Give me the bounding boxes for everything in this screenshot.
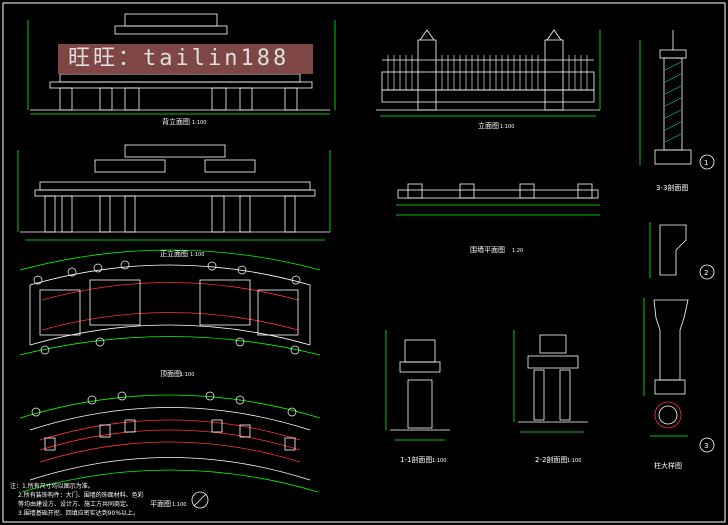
wall-plan-title: 围墙平面图 bbox=[470, 245, 505, 254]
elevation2-title: 正立面图 bbox=[160, 249, 188, 258]
note-line-1: 注：1.所有尺寸均以图示为准。 bbox=[10, 482, 94, 490]
section-3-3-title: 3-3剖面图 bbox=[656, 183, 688, 192]
roof-plan-title: 顶面图 bbox=[160, 370, 181, 378]
roof-plan-view bbox=[19, 249, 321, 356]
section-2-2-scale: 1:100 bbox=[567, 458, 581, 464]
detail-marker-3: 3 bbox=[699, 437, 715, 453]
detail-marker-2: 2 bbox=[699, 264, 715, 280]
fence-elevation-scale: 1:100 bbox=[500, 124, 514, 130]
fence-pickets bbox=[387, 55, 588, 90]
plan-scale: 1:100 bbox=[172, 502, 186, 508]
elevation-view bbox=[17, 144, 331, 241]
wall-plan-scale: 1:20 bbox=[512, 248, 523, 254]
plan-title: 平面图 bbox=[150, 500, 171, 508]
roof-plan-axis-markers bbox=[33, 260, 301, 355]
front-elevation-scale: 1:100 bbox=[192, 120, 206, 126]
section-2-2-title: 2-2剖面图 bbox=[535, 455, 567, 464]
note-line-4: 3.围墙基础开挖、回填应密实达到90%以上。 bbox=[18, 509, 139, 517]
elevation2-scale: 1:100 bbox=[190, 252, 204, 258]
wall-plan-view bbox=[396, 183, 600, 216]
front-elevation-view bbox=[27, 13, 336, 115]
section-3-3-view bbox=[639, 30, 692, 165]
svg-text:2: 2 bbox=[704, 269, 708, 277]
watermark-banner: 旺旺：tailin188 bbox=[58, 44, 313, 74]
note-line-3: 等均由建设方、设计方、施工方共同商定。 bbox=[18, 500, 132, 508]
section-2-2-view bbox=[513, 330, 588, 433]
detail-2-view bbox=[649, 222, 687, 278]
column-detail-view bbox=[643, 298, 689, 437]
roof-plan-scale: 1:100 bbox=[180, 372, 194, 378]
detail-marker-1: 1 bbox=[699, 154, 715, 170]
section-1-1-view bbox=[385, 330, 450, 441]
column-detail-title: 柱大样图 bbox=[654, 461, 682, 470]
section-1-1-scale: 1:100 bbox=[432, 458, 446, 464]
svg-text:1: 1 bbox=[704, 159, 708, 167]
fence-elevation-view bbox=[376, 29, 601, 117]
note-line-2: 2.所有装饰构件：大门、围墙的饰面材料、色彩 bbox=[18, 491, 144, 499]
fence-elevation-title: 立面图 bbox=[478, 121, 499, 130]
front-elevation-title: 背立面图 bbox=[162, 117, 190, 126]
section-3-3-hatch bbox=[664, 61, 682, 143]
section-1-1-title: 1-1剖面图 bbox=[400, 455, 432, 464]
svg-text:3: 3 bbox=[704, 442, 708, 450]
notes-block: 注：1.所有尺寸均以图示为准。 2.所有装饰构件：大门、围墙的饰面材料、色彩 等… bbox=[10, 482, 144, 517]
plan-axis-markers bbox=[31, 391, 297, 417]
plan-view bbox=[19, 394, 321, 493]
north-arrow-icon bbox=[191, 491, 209, 509]
